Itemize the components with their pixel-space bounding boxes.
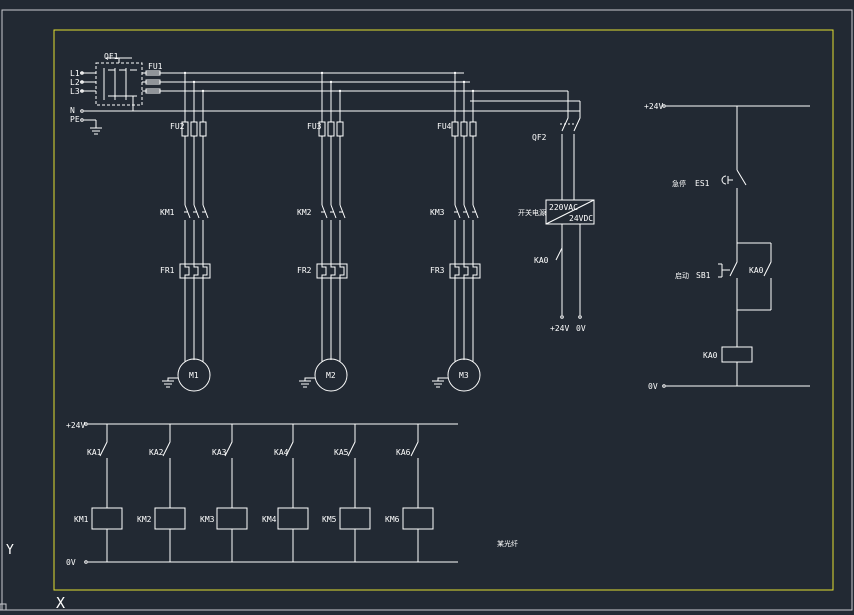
main-power-circuit: QF1 FU1 L1 L2 L3 N PE xyxy=(70,52,581,392)
control-24v-label: +24V xyxy=(644,102,663,111)
psu-0v-label: 0V xyxy=(576,324,586,333)
fu1-label: FU1 xyxy=(148,62,163,71)
sheet-border xyxy=(1,9,853,611)
branch-1-overload-label: FR1 xyxy=(160,266,175,275)
relay-1-ka-label: KA1 xyxy=(87,448,102,457)
start-label: SB1 xyxy=(696,271,711,280)
relay-rung-6: KA6 KM6 xyxy=(385,424,434,562)
branch-1-contactor-label: KM1 xyxy=(160,208,175,217)
psu-dc-label: 24VDC xyxy=(569,214,593,223)
hold-contact-label: KA0 xyxy=(749,266,764,275)
relay-0v-label: 0V xyxy=(66,558,76,567)
relay-3-km-label: KM3 xyxy=(200,515,215,524)
pe-label: PE xyxy=(70,115,80,124)
relay-2-ka-label: KA2 xyxy=(149,448,164,457)
l2-label: L2 xyxy=(70,78,80,87)
psu-ac-label: 220VAC xyxy=(549,203,578,212)
branch-3-overload-label: FR3 xyxy=(430,266,445,275)
l3-label: L3 xyxy=(70,87,80,96)
branch-2-contactor-label: KM2 xyxy=(297,208,312,217)
relay-5-ka-label: KA5 xyxy=(334,448,349,457)
relay-24v-label: +24V xyxy=(66,421,85,430)
qf1-label: QF1 xyxy=(104,52,119,61)
estop-name-label: 急停 xyxy=(672,179,686,188)
psu-24v-label: +24V xyxy=(550,324,569,333)
estop-label: ES1 xyxy=(695,179,710,188)
relay-6-ka-label: KA6 xyxy=(396,448,411,457)
relay-rung-2: KA2 KM2 xyxy=(137,424,186,562)
motor-m2-label: M2 xyxy=(326,371,336,380)
ka0-coil xyxy=(721,346,753,363)
sheet-corner-mark xyxy=(0,603,7,611)
relay-note: 某光纤 xyxy=(497,539,518,548)
relay-rung-5: KA5 KM5 xyxy=(322,424,371,562)
power-supply-circuit: 220VAC 24VDC QF2 开关电源 KA0 +24V 0V xyxy=(518,108,595,333)
relay-5-km-label: KM5 xyxy=(322,515,337,524)
relay-2-km-label: KM2 xyxy=(137,515,152,524)
motor-branch-3: FU4 KM3 FR3 M3 xyxy=(430,71,481,392)
branch-2-overload-label: FR2 xyxy=(297,266,312,275)
relay-4-km-label: KM4 xyxy=(262,515,277,524)
start-name-label: 启动 xyxy=(675,271,689,280)
motor-m2 xyxy=(314,358,348,392)
qf2-label: QF2 xyxy=(532,133,547,142)
control-circuit: +24V 急停 ES1 启动 SB1 KA0 KA0 0V xyxy=(644,102,810,391)
branch-2-fuse-label: FU3 xyxy=(307,122,322,131)
motor-m1-label: M1 xyxy=(189,371,199,380)
n-label: N xyxy=(70,106,75,115)
ucs-y-label: Y xyxy=(6,543,14,558)
branch-3-contactor-label: KM3 xyxy=(430,208,445,217)
relay-rung-1: KA1 KM1 xyxy=(74,424,123,562)
qf1-breaker xyxy=(95,62,143,106)
motor-branch-2: FU3 KM2 FR2 M2 xyxy=(297,71,348,392)
drawing-frame xyxy=(53,29,834,591)
motor-m3 xyxy=(447,358,481,392)
branch-3-fuse-label: FU4 xyxy=(437,122,452,131)
ka0-coil-label: KA0 xyxy=(703,351,718,360)
relay-3-ka-label: KA3 xyxy=(212,448,227,457)
control-0v-label: 0V xyxy=(648,382,658,391)
psu-box xyxy=(545,199,595,225)
relay-circuit: +24V 0V 某光纤 KA1 KM1 KA2 KM2 KA3 KM3 KA xyxy=(66,421,518,567)
l1-label: L1 xyxy=(70,69,80,78)
motor-m3-label: M3 xyxy=(459,371,469,380)
relay-1-km-label: KM1 xyxy=(74,515,89,524)
relay-4-ka-label: KA4 xyxy=(274,448,289,457)
psu-name-label: 开关电源 xyxy=(518,208,546,217)
motor-m1 xyxy=(177,358,211,392)
branch-1-fuse-label: FU2 xyxy=(170,122,185,131)
relay-rung-3: KA3 KM3 xyxy=(200,424,248,562)
relay-6-km-label: KM6 xyxy=(385,515,400,524)
relay-rung-4: KA4 KM4 xyxy=(262,424,309,562)
motor-branch-1: FU2 KM1 FR1 M1 xyxy=(160,71,211,392)
psu-ka-contact-label: KA0 xyxy=(534,256,549,265)
ucs-x-label: X xyxy=(56,594,65,612)
